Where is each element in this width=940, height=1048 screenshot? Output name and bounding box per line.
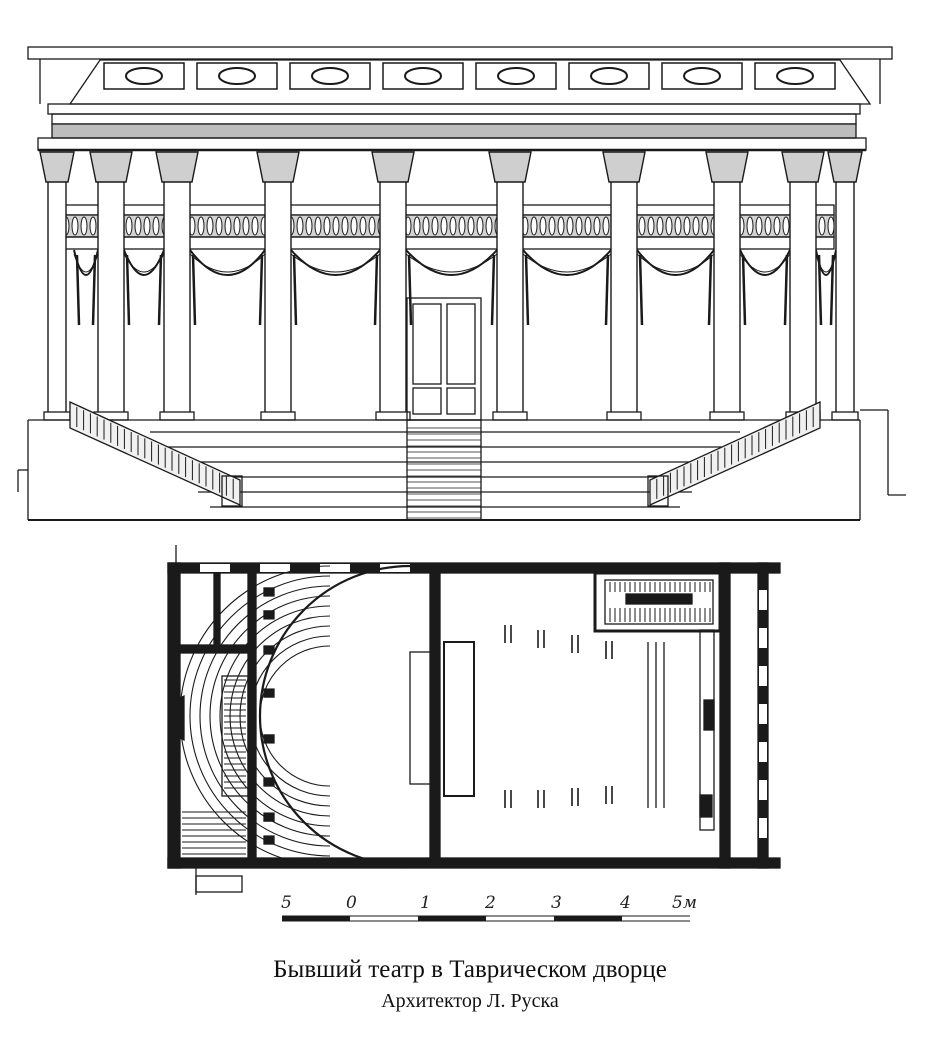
stair-box: [593, 571, 722, 633]
scale-label-5-left: 5: [281, 893, 292, 913]
scale-bar: [282, 915, 690, 922]
scale-label-5m: 5м: [672, 893, 697, 913]
elevation-drawing: [17, 46, 906, 521]
scale-label-3: 3: [551, 893, 562, 913]
scale-label-4: 4: [620, 893, 631, 913]
scale-label-2: 2: [485, 893, 496, 913]
stage-rails: [647, 642, 665, 808]
drapery-swags: [73, 249, 837, 326]
central-door: [406, 297, 482, 421]
entablature: [37, 103, 867, 152]
caption-subtitle: Архитектор Л. Руска: [381, 990, 559, 1012]
coffered-ceiling: [27, 46, 893, 105]
caption-title: Бывший театр в Таврическом дворце: [273, 956, 667, 983]
scale-label-1: 1: [420, 893, 431, 913]
scale-label-0: 0: [346, 893, 357, 913]
stage-stairs: [17, 400, 906, 521]
plan-drawing: [167, 545, 781, 895]
colonnade: [39, 151, 863, 421]
auditorium-seating: [179, 564, 411, 868]
